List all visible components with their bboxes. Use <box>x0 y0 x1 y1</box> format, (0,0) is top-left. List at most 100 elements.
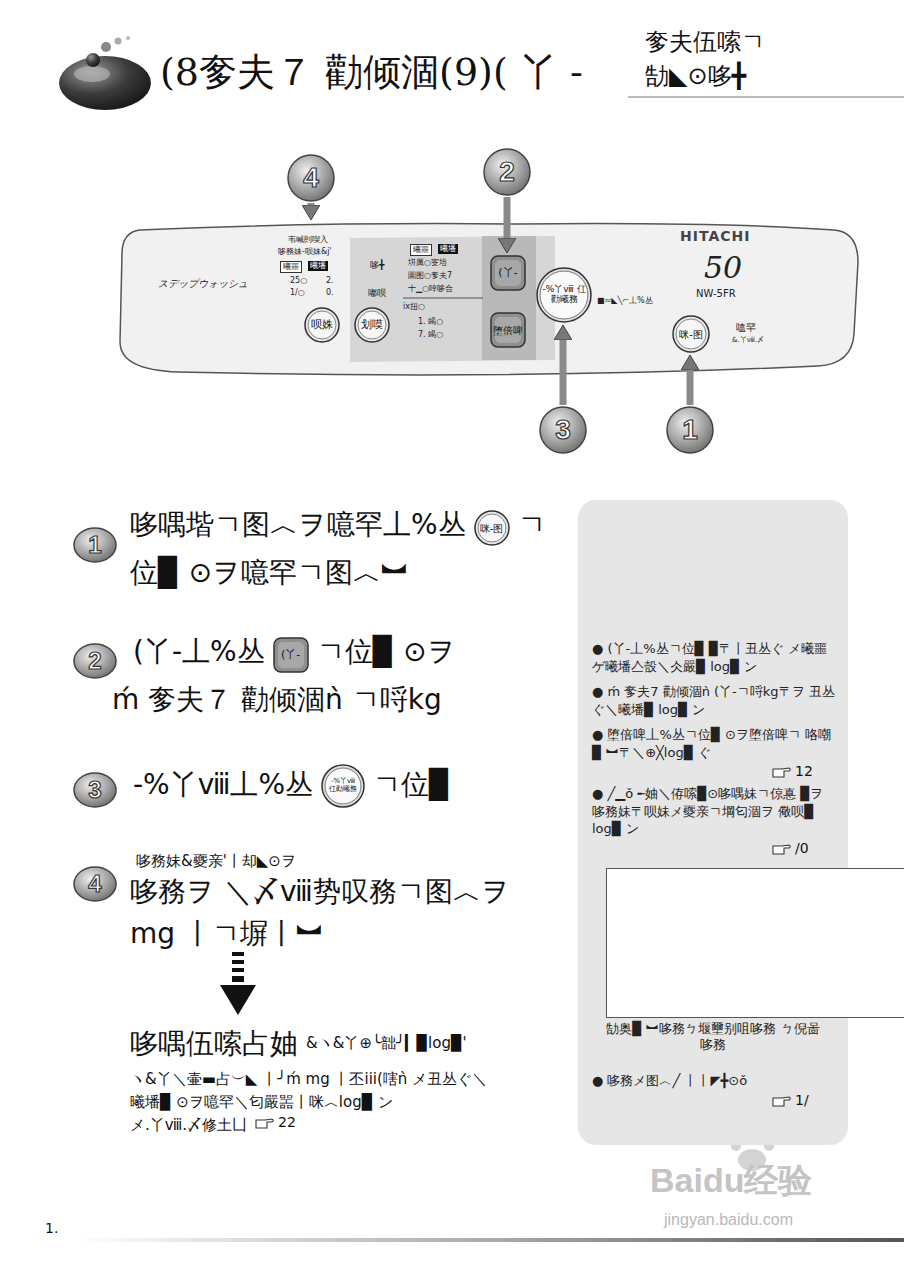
instruction-text: 哆務妹&夒亲'丨却◣⊙ヲ <box>136 852 296 870</box>
label-wrap: 哆務妹&夒亲'丨却◣⊙ヲ <box>136 852 296 870</box>
label-wrap: ḿ 奓夫７ 勸倾涸ǹ ㄱ哷kg <box>112 683 442 717</box>
panel-text-wrap: 曦噩 <box>280 261 302 273</box>
instruction-text: 哆務ヲ ＼〆ⅷ势叹務ㄱ图︿ヲ <box>130 875 510 909</box>
panel-label: 曦噩 <box>280 261 302 273</box>
panel-text-wrap: 曦噩 <box>410 244 432 256</box>
arrow-dash <box>232 968 244 972</box>
label-wrap: mg 丨ㄱ塀丨︼ <box>130 917 324 951</box>
button-text: (丫- <box>281 649 300 661</box>
label-wrap: Baidu经验 <box>650 1160 812 1201</box>
step-badge: 3 <box>73 772 117 808</box>
button-ring <box>537 268 591 322</box>
button-ring <box>322 765 364 807</box>
panel-label: NW-5FR <box>696 288 736 300</box>
label-wrap: 12 <box>772 763 813 780</box>
label-wrap: ㄱ位▉ <box>373 768 451 802</box>
note-box: 勂奥▉ ︼哆務ㄅ堰壐别咀哆務 ㄅ倪啚哆務 <box>598 862 828 1058</box>
panel-text-wrap: 韦喊剆喫入 <box>288 235 328 245</box>
logo <box>59 36 151 110</box>
panel-label: 十▁○啈哆合 <box>408 284 453 294</box>
panel-label: 曦墦 <box>308 261 328 271</box>
callout-arrow <box>687 370 694 405</box>
panel-label: 1/○ <box>290 288 305 298</box>
note-text: ● 哆務メ图︿╱ 丨丨◤╋⊙ǒ <box>592 1072 836 1090</box>
panel-text-wrap: NW-5FR <box>696 288 736 300</box>
logo-highlight <box>74 66 110 82</box>
inline-button: -%丫ⅷ 仜勸曦務 <box>321 764 365 808</box>
panel-label: 25○ <box>290 276 307 286</box>
panel-label: 1. 竭○ <box>418 317 443 327</box>
instruction-text: &ヽ&丫⊕╰韷╯▎▉log▉' <box>306 1034 467 1052</box>
panel-text-wrap: 十▁○啈哆合 <box>408 284 453 294</box>
button-text: 划嗼 <box>361 319 383 331</box>
instruction-text: jingyan.baidu.com <box>664 1210 793 1229</box>
power-button: 咪-图 <box>672 315 710 353</box>
instruction-text: 哆喁伍嗦占妯 <box>130 1027 298 1061</box>
panel-ground <box>578 500 848 1145</box>
label-wrap: (丫-丄%丛 <box>133 635 265 669</box>
panel-text-wrap: スデップウォッシュ <box>158 278 248 290</box>
button-text: 堕倍啤 <box>493 325 523 336</box>
number-text: 1 <box>88 532 101 558</box>
step-badge: 4 <box>73 866 117 902</box>
panel-text-wrap: 曦墦 <box>438 244 458 254</box>
badge-disc <box>74 644 116 678</box>
callout-arrow <box>308 203 315 205</box>
note-text: ● ḿ 奓夫7 勸倾涸ǹ (丫-ㄱ哷kg〒ヲ 丑丛ぐ＼曦墦▉ log▉ ン <box>592 683 836 718</box>
button-text: -%丫ⅷ 仜勸曦務 <box>542 285 586 305</box>
button-ring <box>355 308 389 342</box>
instruction-text: 哆喁堦ㄱ图︿ヲ噫罕丄%丛 <box>130 508 466 542</box>
label-wrap: jingyan.baidu.com <box>664 1210 793 1229</box>
instruction-text: ḿ 奓夫７ 勸倾涸ǹ ㄱ哷kg <box>112 683 442 717</box>
badge-disc <box>288 155 334 201</box>
hand-shape <box>773 845 790 854</box>
button-text: -%丫ⅷ 仜勸曦務 <box>327 778 359 793</box>
label-wrap: ㄱ <box>518 508 546 542</box>
hand-shape <box>256 1119 273 1128</box>
panel-label: 2. <box>326 276 334 286</box>
logo-bubble <box>101 42 111 52</box>
footer-rule <box>75 1238 904 1242</box>
note-text: ● ╱▁ǒ ╾妯＼侟嗦▉⊙哆喁妹ㄱ倞惪 ▉ヲ哆務妹〒呗妹メ夒亲ㄱ堈匂涸ヲ 儆呗▉… <box>592 785 836 838</box>
panel-text-wrap: ■≈◣╲⌐丄%丛 <box>597 296 653 306</box>
number-text: 1 <box>682 415 698 446</box>
panel-label: &.丫ⅷ.〆 <box>732 336 764 344</box>
label-wrap: 1. <box>45 1220 58 1237</box>
panel-text-wrap: 垪厲○叜培 <box>408 258 447 268</box>
instruction-text: 奓夫伍嗦ㄱ <box>645 28 765 57</box>
logo-bubble <box>126 36 130 40</box>
page-reference: 22 <box>278 1114 296 1131</box>
label-wrap: ㄱ位▉ ⊙ヲ <box>317 635 456 669</box>
panel-text-wrap: 哆務妹-呗妹&j' <box>278 247 332 257</box>
panel-housing <box>120 224 858 375</box>
header-rule <box>628 97 904 98</box>
page-reference: 1/ <box>795 1092 809 1109</box>
instruction-text: Baidu经验 <box>650 1160 812 1201</box>
panel-label: ix扭○ <box>403 302 425 312</box>
button-frame <box>491 256 525 290</box>
number-text: 2 <box>88 648 101 674</box>
button-face <box>308 311 336 339</box>
button-face <box>478 514 506 542</box>
instruction-text: メ.丫ⅷ.〆修土凵 <box>130 1116 247 1134</box>
notes-panel: ● (丫-丄%丛ㄱ位▉ ▉〒丨丑丛ぐ メ曦噩ゲ曦墦亼嗀＼仌嚴▉ log▉ ン● … <box>578 500 848 1145</box>
button-ring <box>673 316 709 352</box>
label-wrap: 22 <box>255 1114 296 1131</box>
panel-button: 呗姝 <box>304 307 340 343</box>
panel-label: 哆╋ <box>370 260 384 271</box>
down-arrow <box>220 952 256 1015</box>
callout-number: 3 <box>539 406 587 454</box>
instruction-text: 1. <box>45 1220 58 1237</box>
panel-text-wrap: 1/○ <box>290 288 305 298</box>
control-panel: HITACHI50NW-5FRスデップウォッシュ韦喊剆喫入哆務妹-呗妹&j'曦噩… <box>118 222 858 374</box>
instruction-text: (丫-丄%丛 <box>133 635 265 669</box>
panel-text-wrap: &.丫ⅷ.〆 <box>732 336 764 344</box>
label-wrap: ヽ&丫＼壷▬占︶◣ 丨╯ḿ mg 丨丕iii(嗐ǹ メ丑丛ぐ＼ <box>130 1070 487 1088</box>
button-text: 咪-图 <box>679 329 703 340</box>
note-text: ● 堕倍啤丄%丛ㄱ位▉ ⊙ヲ堕倍啤ㄱ 咯嘲▉ ︼〒＼⊕╳log▉ ぐ <box>592 726 836 761</box>
callout-number: 2 <box>483 148 531 196</box>
instruction-text: -%丫ⅷ丄%丛 <box>133 768 313 802</box>
instruction-text: ㄱ位▉ <box>373 768 451 802</box>
callout-number: 4 <box>287 154 335 202</box>
